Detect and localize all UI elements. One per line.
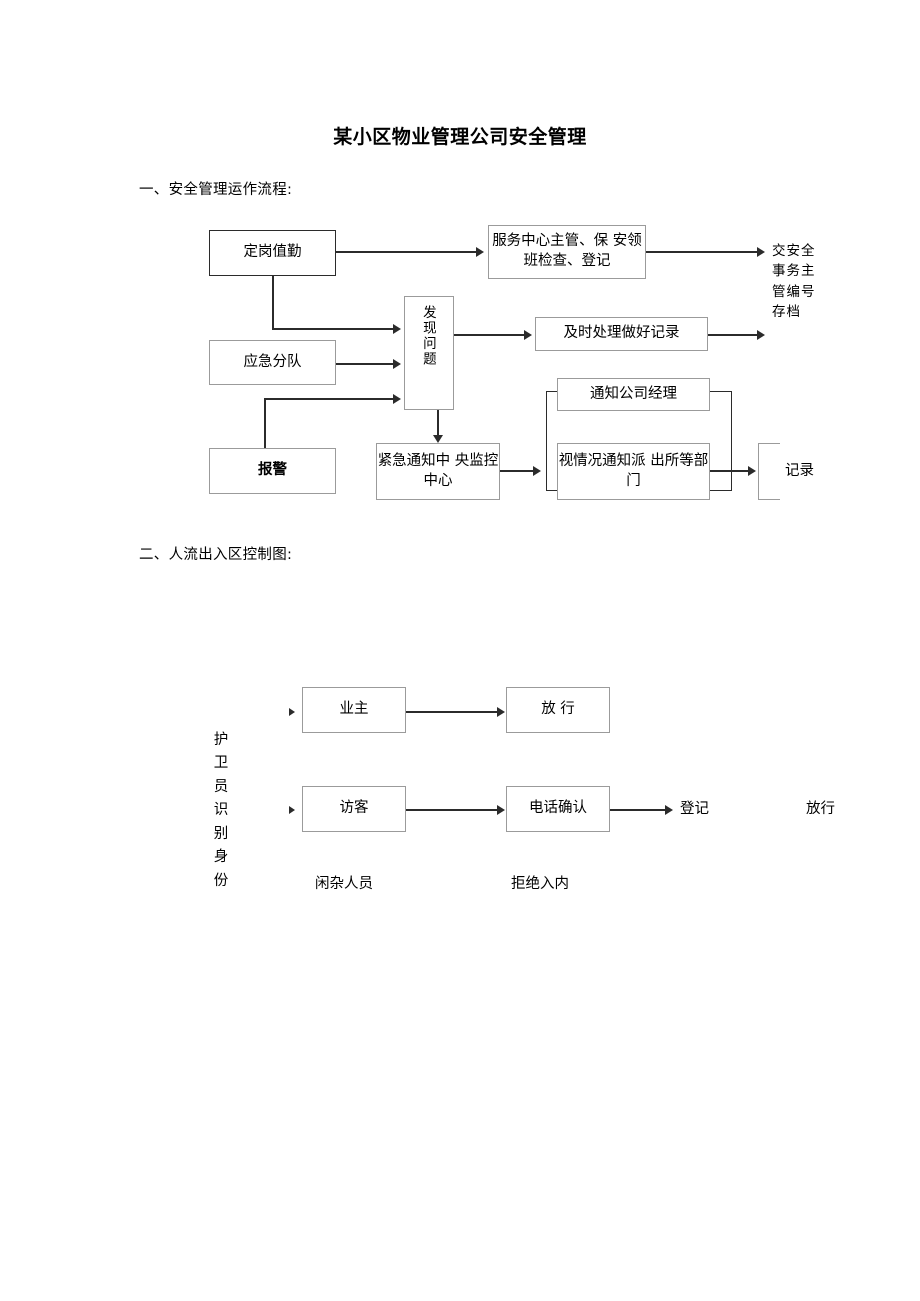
flow1-node-discover-problem-label: 发现问题 <box>419 305 436 367</box>
arrowhead-owner-to-pass <box>497 707 505 717</box>
section-heading-2: 二、人流出入区控制图: <box>139 547 293 563</box>
flow1-node-archive: 交安全事务主管编号存档 <box>772 243 816 320</box>
arrowhead-phone-to-register <box>665 805 673 815</box>
connector-discover-to-emergency <box>437 410 439 438</box>
flow1-node-emergency-notify-center[interactable]: 紧急通知中 央监控中心 <box>376 443 500 500</box>
arrowhead-into-visitor <box>289 806 295 814</box>
arrowhead-merge-to-record <box>748 466 756 476</box>
arrowhead-emergency-to-fork <box>533 466 541 476</box>
flow2-node-pass[interactable]: 放 行 <box>506 687 610 733</box>
flow2-node-release: 放行 <box>806 801 835 817</box>
flow2-node-refuse-entry: 拒绝入内 <box>511 876 569 892</box>
connector-phone-to-register <box>610 809 665 811</box>
flow1-node-duty-post[interactable]: 定岗值勤 <box>209 230 336 276</box>
record-open-box <box>758 443 780 500</box>
flow1-node-discover-problem[interactable]: 发现问题 <box>404 296 454 410</box>
arrowhead-duty-to-service <box>476 247 484 257</box>
flow2-node-idle-person: 闲杂人员 <box>315 876 373 892</box>
arrowhead-team-to-discover <box>393 359 401 369</box>
connector-duty-elbow-vertical <box>272 276 274 329</box>
flow1-node-notify-police[interactable]: 视情况通知派 出所等部门 <box>557 443 710 500</box>
arrowhead-alarm-to-discover <box>393 394 401 404</box>
arrowhead-visitor-to-phone <box>497 805 505 815</box>
arrowhead-discover-to-emergency <box>433 435 443 443</box>
flow2-node-owner[interactable]: 业主 <box>302 687 406 733</box>
connector-service-to-archive <box>646 251 757 253</box>
arrowhead-handle-to-archive <box>757 330 765 340</box>
arrowhead-discover-to-handle <box>524 330 532 340</box>
flow1-node-alarm[interactable]: 报警 <box>209 448 336 494</box>
connector-duty-to-service <box>336 251 476 253</box>
page-title: 某小区物业管理公司安全管理 <box>333 126 587 148</box>
connector-discover-to-handle <box>454 334 524 336</box>
flow1-node-timely-handle[interactable]: 及时处理做好记录 <box>535 317 708 351</box>
connector-team-to-discover <box>336 363 393 365</box>
connector-duty-elbow-horizontal <box>272 328 393 330</box>
flow1-node-emergency-team[interactable]: 应急分队 <box>209 340 336 385</box>
connector-emergency-to-fork <box>500 470 533 472</box>
arrowhead-service-to-archive <box>757 247 765 257</box>
flow2-node-visitor[interactable]: 访客 <box>302 786 406 832</box>
connector-merge-to-record <box>710 470 748 472</box>
flow1-node-service-center-check[interactable]: 服务中心主管、保 安领班检查、登记 <box>488 225 646 279</box>
flow2-node-phone-confirm[interactable]: 电话确认 <box>506 786 610 832</box>
section-heading-1: 一、安全管理运作流程: <box>139 182 293 198</box>
merge-bracket-right <box>710 391 732 491</box>
connector-alarm-elbow-horizontal <box>264 398 393 400</box>
connector-visitor-to-phone <box>406 809 497 811</box>
connector-alarm-elbow-vertical <box>264 398 266 448</box>
flow1-node-record: 记录 <box>785 463 814 479</box>
connector-handle-to-archive <box>708 334 757 336</box>
flow1-node-notify-manager[interactable]: 通知公司经理 <box>557 378 710 411</box>
arrowhead-duty-to-discover <box>393 324 401 334</box>
arrowhead-into-owner <box>289 708 295 716</box>
flow2-vertical-label: 护卫员识别身份 <box>213 732 229 889</box>
flow2-node-register: 登记 <box>680 801 709 817</box>
connector-owner-to-pass <box>406 711 497 713</box>
